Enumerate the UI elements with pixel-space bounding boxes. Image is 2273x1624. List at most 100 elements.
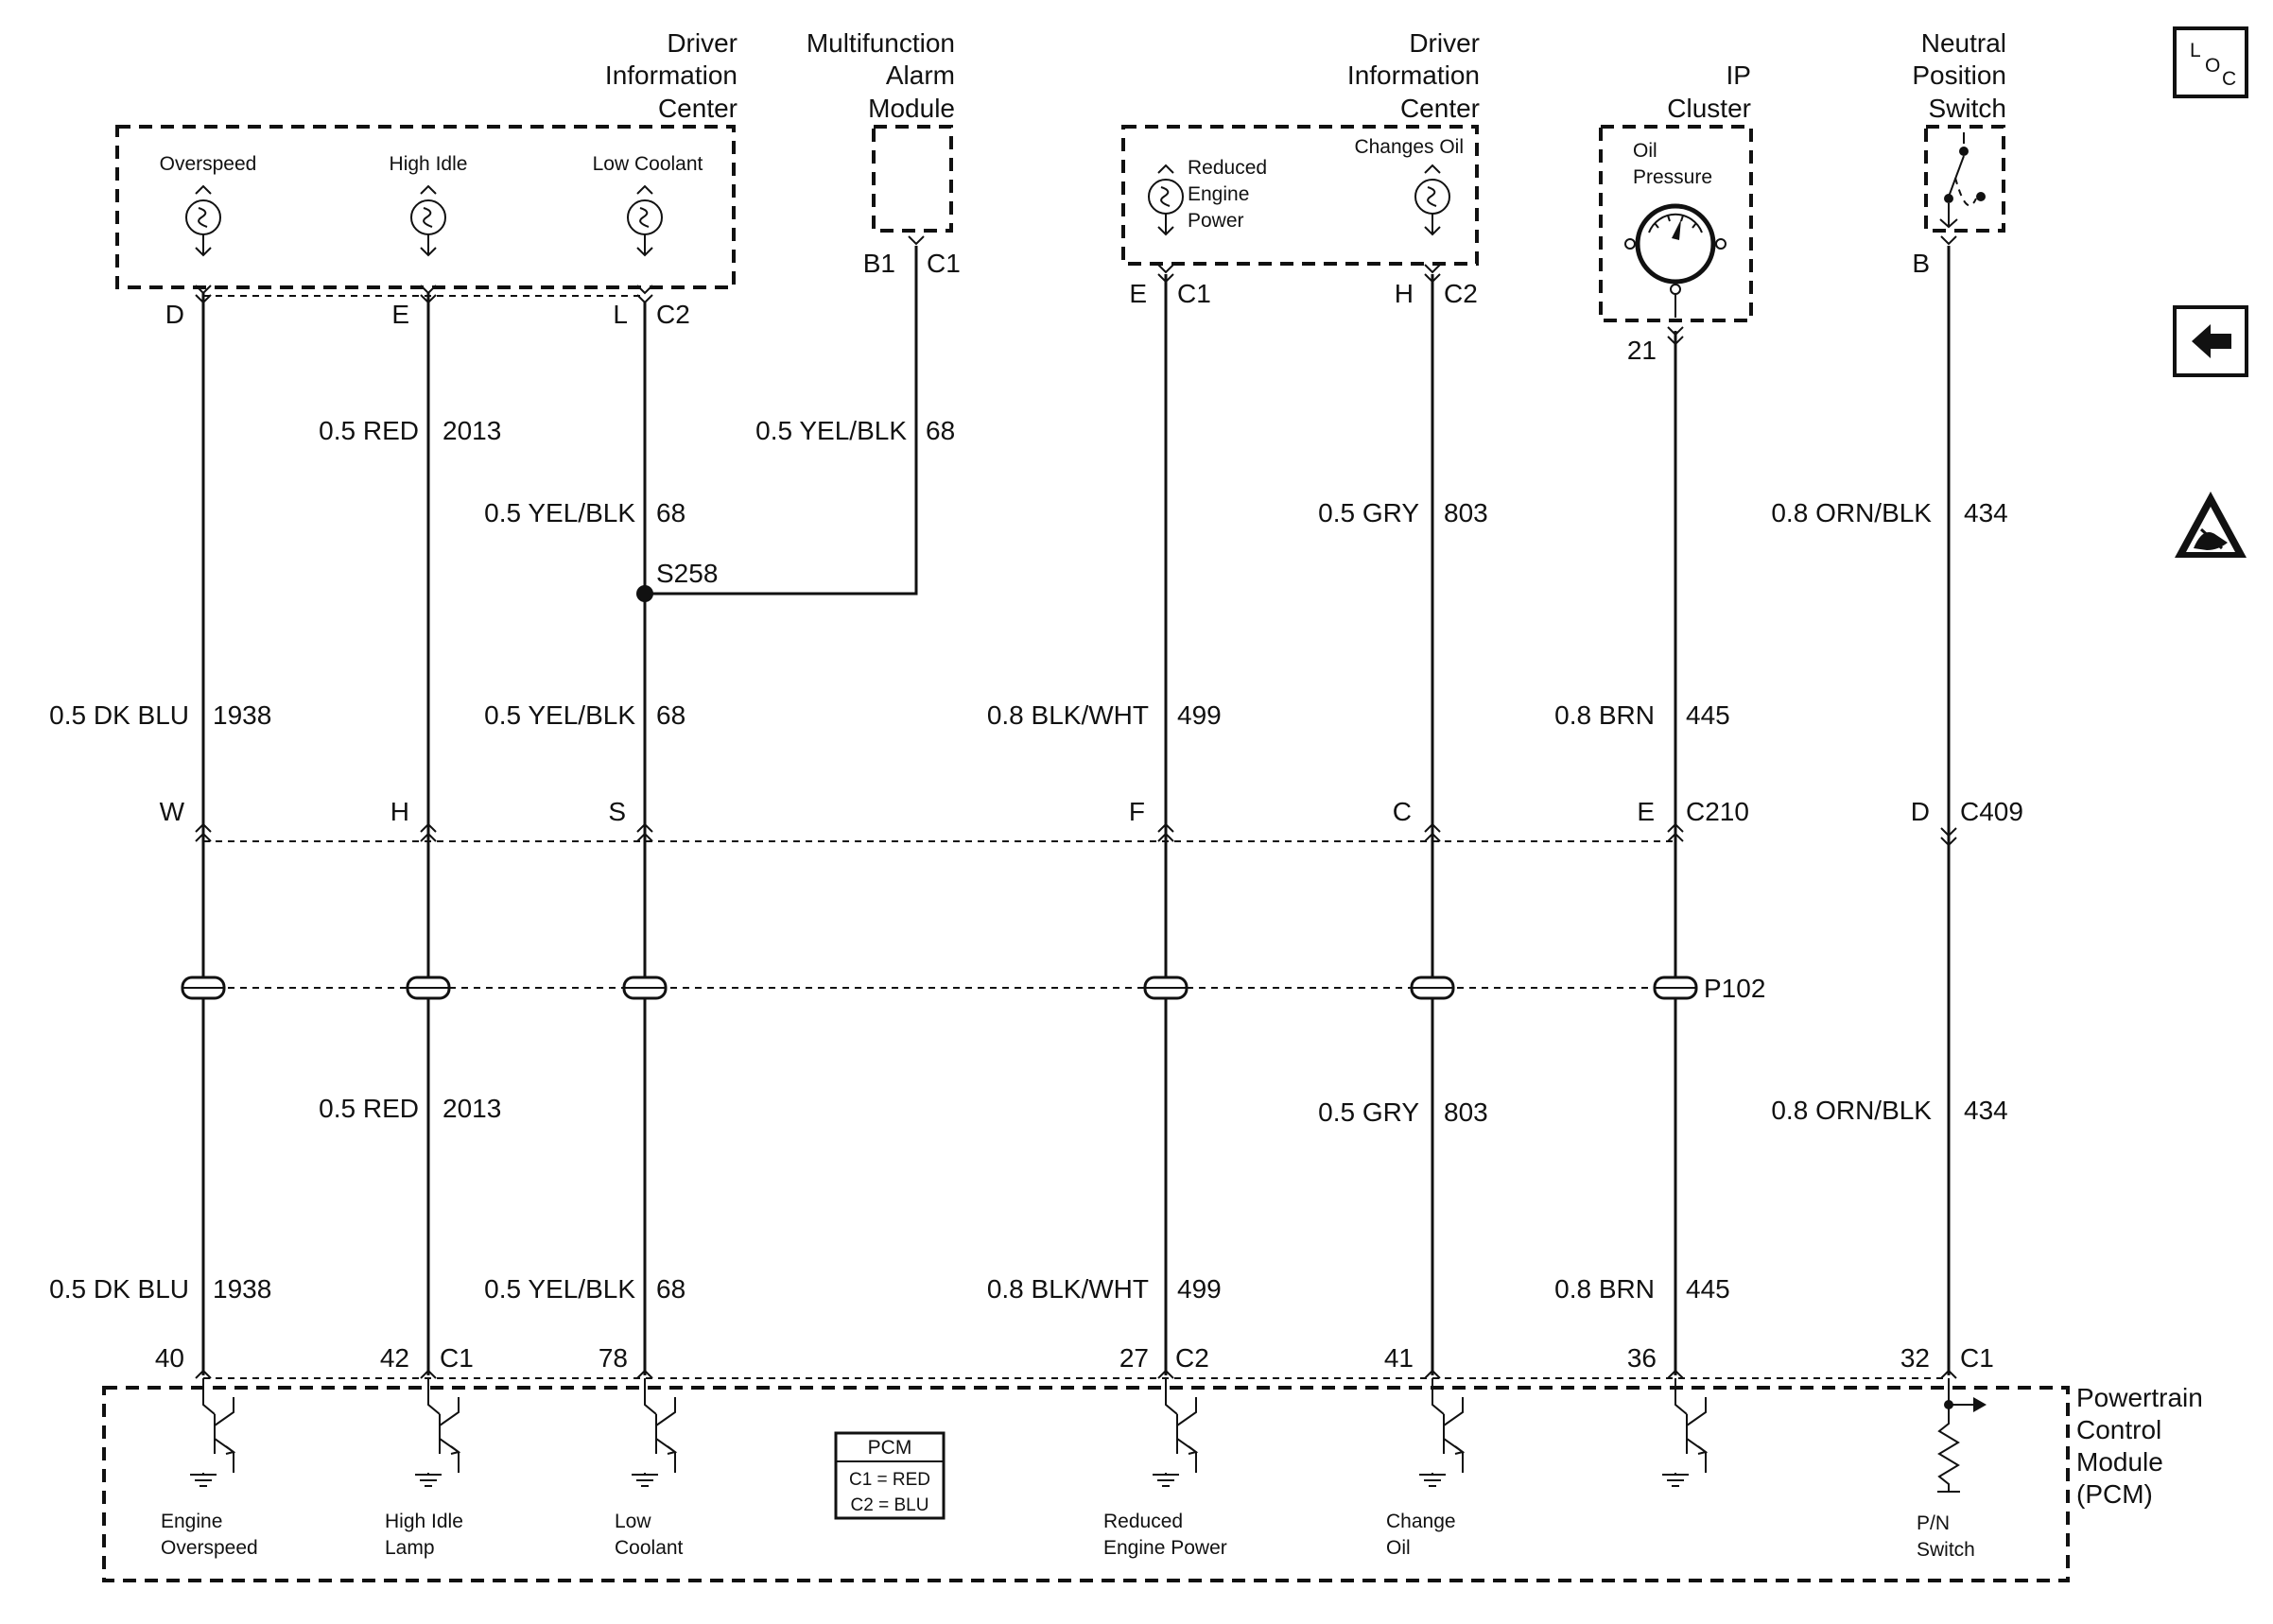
wire-labels-upper: 0.5 RED 2013 0.5 YEL/BLK 68 0.5 YEL/BLK …	[319, 416, 2008, 527]
svg-text:Oil: Oil	[1633, 140, 1657, 162]
pcm-title: Powertrain Control Module (PCM)	[2076, 1383, 2203, 1509]
svg-text:Driver: Driver	[667, 28, 737, 58]
low-coolant-lamp-icon	[627, 184, 663, 257]
oil-pressure-driver-transistor-icon	[1662, 1378, 1709, 1487]
svg-text:0.8 BRN: 0.8 BRN	[1554, 700, 1655, 730]
esd-warning-icon[interactable]	[2175, 492, 2247, 558]
svg-text:0.5 YEL/BLK: 0.5 YEL/BLK	[484, 700, 635, 730]
mid-pin-labels: W H S F C E C210 D C409	[160, 797, 2023, 826]
svg-text:0.8 ORN/BLK: 0.8 ORN/BLK	[1771, 498, 1932, 527]
svg-text:C1 = RED: C1 = RED	[849, 1470, 930, 1490]
svg-text:21: 21	[1627, 336, 1657, 365]
change-oil-driver-transistor-icon	[1419, 1378, 1466, 1487]
wire-labels-lower: 0.5 RED 2013 0.5 GRY 803 0.8 ORN/BLK 434	[319, 1094, 2008, 1127]
back-arrow-icon[interactable]	[2173, 305, 2248, 377]
svg-text:Pressure: Pressure	[1633, 166, 1712, 188]
svg-text:C2 = BLU: C2 = BLU	[851, 1495, 929, 1515]
svg-text:C: C	[1393, 797, 1412, 826]
svg-text:P/N: P/N	[1917, 1512, 1950, 1534]
dic-right-title: Driver Information Center	[1347, 28, 1480, 123]
svg-text:Driver: Driver	[1409, 28, 1480, 58]
oil-pressure-label: Oil Pressure	[1633, 140, 1712, 188]
svg-text:C1: C1	[440, 1343, 474, 1373]
svg-text:(PCM): (PCM)	[2076, 1479, 2153, 1509]
svg-text:0.5 GRY: 0.5 GRY	[1318, 1097, 1419, 1127]
svg-text:0.8 BLK/WHT: 0.8 BLK/WHT	[987, 700, 1149, 730]
svg-text:68: 68	[656, 1274, 685, 1304]
svg-text:2013: 2013	[442, 416, 501, 445]
svg-text:L: L	[2190, 40, 2201, 61]
reduced-engine-power-driver-transistor-icon	[1153, 1378, 1199, 1487]
svg-text:0.5 RED: 0.5 RED	[319, 1094, 419, 1123]
high-idle-driver-transistor-icon	[415, 1378, 461, 1487]
svg-text:C2: C2	[1444, 279, 1478, 308]
svg-text:36: 36	[1627, 1343, 1657, 1373]
svg-text:Reduced: Reduced	[1188, 157, 1267, 179]
alarm-module-box	[872, 125, 953, 233]
top-pin-labels: D E L C2 B1 C1 E C1 H C2 21 B	[165, 249, 1930, 365]
nps-title: Neutral Position Switch	[1912, 28, 2006, 123]
svg-text:803: 803	[1444, 1097, 1488, 1127]
svg-text:434: 434	[1964, 498, 2008, 527]
splice-s258-dot	[636, 585, 653, 602]
svg-text:Power: Power	[1188, 210, 1244, 232]
svg-text:Control: Control	[2076, 1415, 2161, 1444]
p102-label: P102	[1704, 974, 1765, 1003]
loc-icon[interactable]: L O C	[2173, 26, 2248, 98]
svg-text:Switch: Switch	[1917, 1539, 1975, 1561]
svg-text:E: E	[1637, 797, 1655, 826]
pcm-output-labels: Engine Overspeed High Idle Lamp Low Cool…	[161, 1511, 1975, 1561]
low-coolant-driver-transistor-icon	[632, 1378, 678, 1487]
svg-text:68: 68	[656, 498, 685, 527]
wire-labels-bottom: 0.5 DK BLU 1938 0.5 YEL/BLK 68 0.8 BLK/W…	[49, 1274, 1730, 1304]
svg-text:D: D	[165, 300, 184, 329]
dic-left-title: Driver Information Center	[605, 28, 737, 123]
svg-text:Oil: Oil	[1386, 1537, 1411, 1559]
reduced-engine-power-indicator-label: Reduced Engine Power	[1188, 157, 1267, 232]
svg-text:41: 41	[1384, 1343, 1414, 1373]
c210-connector-chevrons	[195, 822, 1957, 847]
svg-text:Engine Power: Engine Power	[1103, 1537, 1227, 1559]
high-idle-lamp-icon	[410, 184, 446, 257]
svg-text:0.5 YEL/BLK: 0.5 YEL/BLK	[755, 416, 907, 445]
svg-text:Neutral: Neutral	[1921, 28, 2006, 58]
svg-text:Center: Center	[1400, 94, 1480, 123]
svg-text:L: L	[613, 300, 628, 329]
svg-text:Switch: Switch	[1929, 94, 2006, 123]
svg-text:Engine: Engine	[1188, 183, 1249, 205]
svg-text:E: E	[391, 300, 409, 329]
svg-text:Overspeed: Overspeed	[160, 153, 257, 175]
svg-text:C1: C1	[1177, 279, 1211, 308]
svg-text:Position: Position	[1912, 60, 2006, 90]
pcm-box	[102, 1386, 2070, 1582]
neutral-position-switch-icon	[1939, 132, 1986, 229]
pcm-connector-chevrons	[195, 1369, 1957, 1379]
svg-text:High Idle: High Idle	[390, 153, 468, 175]
svg-text:IP: IP	[1726, 60, 1751, 90]
svg-text:H: H	[390, 797, 409, 826]
svg-text:0.5 DK BLU: 0.5 DK BLU	[49, 1274, 189, 1304]
svg-text:68: 68	[926, 416, 955, 445]
changes-oil-indicator-label: Changes Oil	[1354, 136, 1464, 158]
svg-text:High Idle: High Idle	[385, 1511, 463, 1532]
svg-text:Module: Module	[2076, 1447, 2163, 1477]
svg-text:68: 68	[656, 700, 685, 730]
svg-text:42: 42	[380, 1343, 409, 1373]
svg-text:O: O	[2205, 55, 2220, 77]
oil-pressure-gauge-icon	[1624, 203, 1726, 318]
svg-text:C: C	[2222, 68, 2236, 90]
pn-switch-input-resistor-icon	[1937, 1378, 1987, 1493]
svg-text:F: F	[1129, 797, 1145, 826]
svg-text:Multifunction: Multifunction	[807, 28, 955, 58]
reduced-engine-power-lamp-icon	[1148, 164, 1184, 236]
change-oil-lamp-icon	[1414, 164, 1450, 236]
svg-text:40: 40	[155, 1343, 184, 1373]
svg-text:Information: Information	[1347, 60, 1480, 90]
svg-text:C409: C409	[1960, 797, 2023, 826]
svg-text:445: 445	[1686, 700, 1730, 730]
alarm-module-title: Multifunction Alarm Module	[807, 28, 955, 123]
svg-text:803: 803	[1444, 498, 1488, 527]
ip-cluster-box	[1599, 125, 1753, 322]
svg-text:PCM: PCM	[868, 1437, 912, 1459]
